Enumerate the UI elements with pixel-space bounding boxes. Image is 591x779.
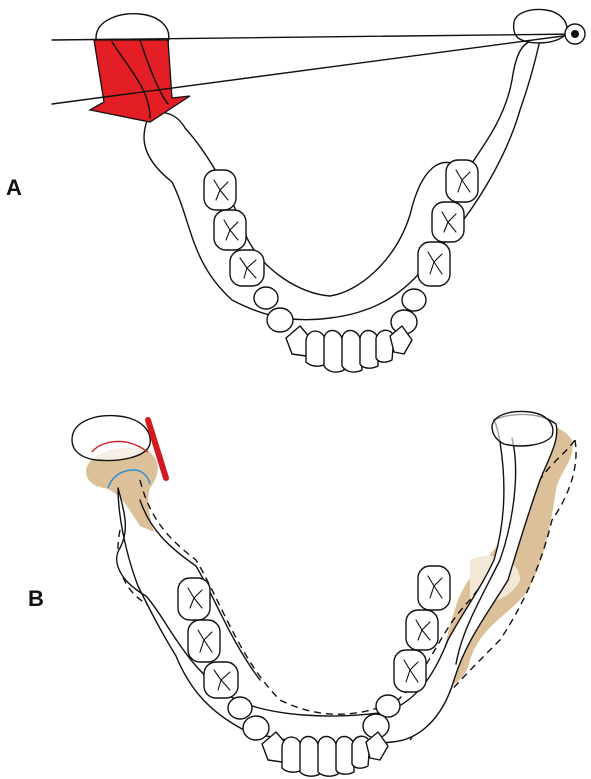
tooth bbox=[254, 287, 278, 309]
tooth bbox=[282, 737, 302, 772]
tooth bbox=[342, 331, 362, 373]
panel-b: B bbox=[28, 412, 576, 777]
panel-a-rotation-axis-point bbox=[571, 30, 579, 38]
panel-a: A bbox=[6, 10, 585, 373]
tooth bbox=[243, 716, 269, 740]
panel-a-force-arrow bbox=[90, 40, 190, 122]
panel-a-label: A bbox=[6, 175, 22, 200]
tooth bbox=[418, 566, 450, 610]
tooth bbox=[300, 737, 320, 777]
panel-b-left-condyle bbox=[72, 416, 150, 461]
panel-b-anterior-teeth bbox=[262, 732, 388, 776]
tooth bbox=[318, 737, 338, 777]
tooth bbox=[402, 289, 426, 311]
panel-a-anterior-teeth bbox=[286, 326, 412, 372]
tooth bbox=[267, 308, 293, 332]
tooth bbox=[306, 331, 326, 366]
panel-a-mandible-outline bbox=[144, 40, 540, 320]
panel-b-label: B bbox=[28, 586, 44, 611]
tooth bbox=[418, 242, 450, 286]
tooth bbox=[376, 695, 400, 717]
tooth bbox=[324, 331, 344, 373]
panel-b-right-condyle bbox=[492, 412, 553, 446]
panel-a-right-condyle bbox=[514, 10, 567, 43]
tooth bbox=[228, 697, 252, 719]
